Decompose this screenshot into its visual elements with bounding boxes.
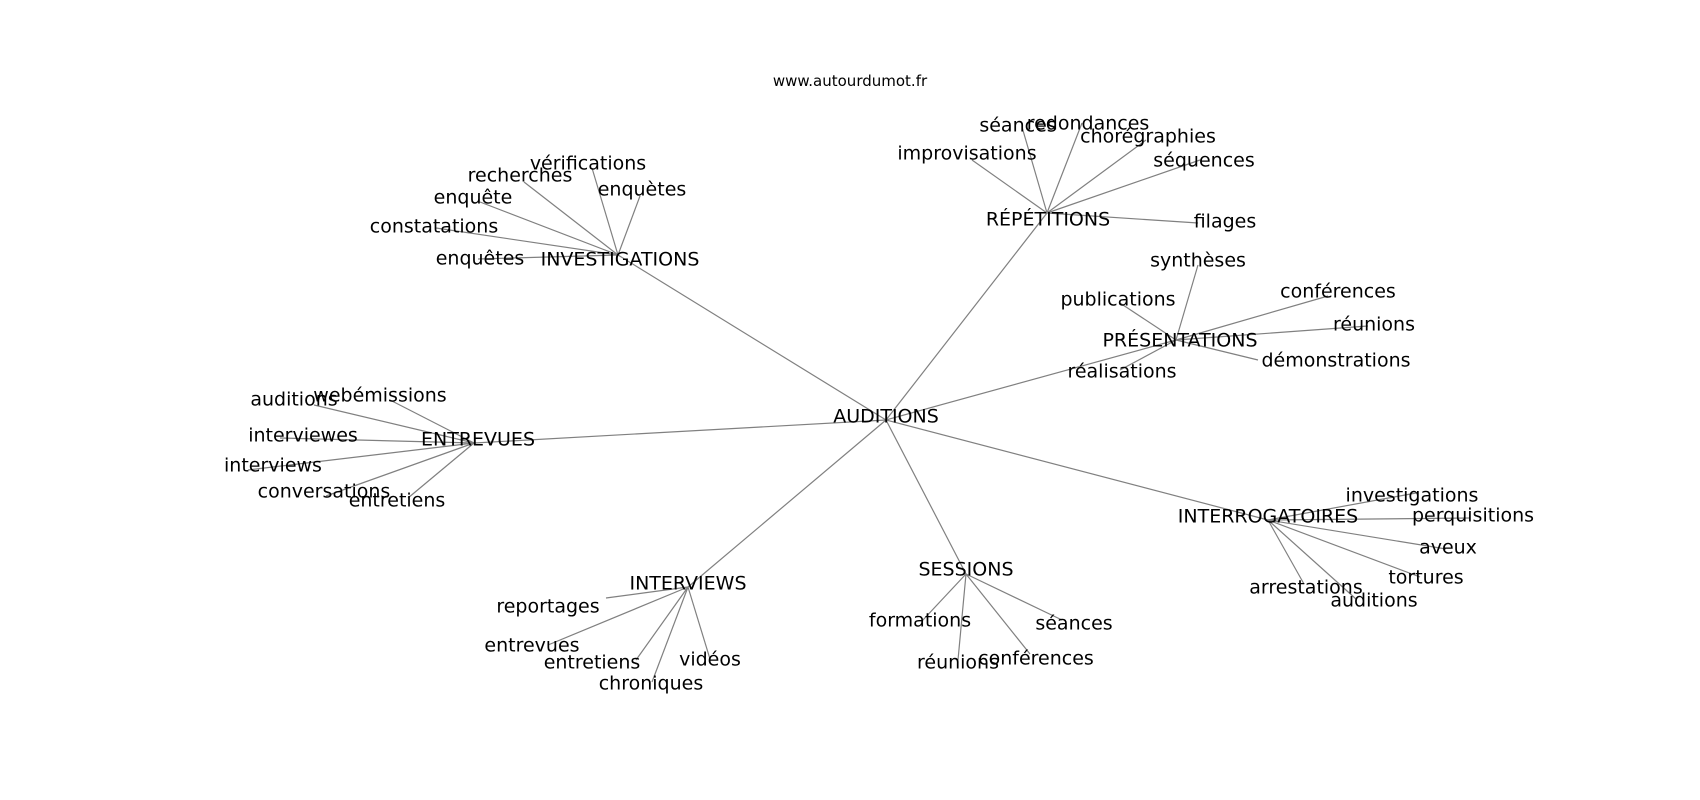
edge [1267,492,1417,521]
leaf-node[interactable]: synthèses [1150,250,1246,272]
leaf-node[interactable]: vérifications [530,153,646,175]
leaf-node[interactable]: auditions [1330,590,1417,612]
leaf-node[interactable]: séquences [1153,150,1254,172]
hub-node[interactable]: RÉPÉTITIONS [986,208,1110,231]
leaf-node[interactable]: publications [1060,289,1175,311]
hub-node[interactable]: ENTREVUES [421,429,535,451]
leaf-node[interactable]: recherches [468,165,573,187]
edge [1119,302,1177,341]
leaf-node[interactable]: perquisitions [1412,505,1534,527]
hub-node[interactable]: INTERROGATOIRES [1178,506,1358,528]
edge [247,442,475,471]
edge [1119,339,1177,371]
leaf-node[interactable]: enquètes [598,179,687,201]
edge [435,227,619,256]
leaf-node[interactable]: enquête [434,187,513,209]
edge [617,195,641,256]
edge [1267,519,1421,578]
leaf-node[interactable]: réunions [1333,314,1415,336]
edge [687,586,711,660]
edge [473,419,887,444]
center-node[interactable]: AUDITIONS [833,406,939,428]
hub-node[interactable]: INVESTIGATIONS [541,249,700,271]
leaf-node[interactable]: filages [1194,211,1257,233]
edges [247,122,1471,683]
edge [1021,126,1048,214]
leaf-node[interactable]: réunions [917,652,999,674]
edge [1267,519,1357,600]
edge [1046,212,1199,224]
edge [971,159,1048,214]
leaf-node[interactable]: chorégraphies [1080,126,1216,148]
leaf-node[interactable]: séances [1035,613,1112,635]
site-title: www.autourdumot.fr [772,72,928,90]
leaf-node[interactable]: chroniques [599,673,704,695]
edge [1267,519,1305,585]
edge [687,419,887,588]
leaf-node[interactable]: improvisations [897,143,1036,165]
edge [547,586,689,646]
leaf-node[interactable]: entretiens [544,652,641,674]
leaf-node[interactable]: constatations [370,216,499,238]
edge [885,212,1048,421]
leaf-node[interactable]: formations [869,610,971,632]
leaf-node[interactable]: investigations [1346,485,1479,507]
edge [885,419,967,575]
edge [965,573,1031,655]
edge [965,573,1063,621]
leaf-node[interactable]: auditions [250,389,337,411]
leaf-node[interactable]: interviews [224,455,322,477]
leaf-node[interactable]: enquêtes [436,248,525,270]
hub-node[interactable]: INTERVIEWS [629,573,746,595]
edge [1267,519,1447,550]
edge [635,586,689,661]
leaf-node[interactable]: conférences [1280,281,1396,303]
edge [1175,264,1199,341]
leaf-node[interactable]: reportages [496,596,599,618]
leaf-node[interactable]: vidéos [679,649,741,671]
edge [313,404,475,444]
edge [1175,325,1369,341]
leaf-node[interactable]: conversations [258,481,391,503]
leaf-node[interactable]: webémissions [313,385,446,407]
edge [1046,139,1147,214]
edge [477,254,619,260]
leaf-node[interactable]: redondances [1027,113,1150,135]
hub-node[interactable]: PRÉSENTATIONS [1102,329,1257,352]
node-labels: AUDITIONS INVESTIGATIONS vérificationsrech… [224,113,1534,695]
edge [617,254,887,421]
edge [885,339,1177,421]
leaf-node[interactable]: aveux [1419,537,1477,559]
leaf-node[interactable]: réalisations [1067,361,1176,383]
edge [885,419,1269,521]
leaf-node[interactable]: séances [979,115,1056,137]
edge [279,437,475,444]
leaf-node[interactable]: tortures [1388,567,1463,589]
leaf-node[interactable]: entrevues [484,635,579,657]
leaf-node[interactable]: interviewes [248,425,358,447]
edge [479,201,619,256]
edge [651,586,689,683]
leaf-node[interactable]: entretiens [349,490,446,512]
edge [1175,339,1259,361]
leaf-node[interactable]: arrestations [1249,577,1363,599]
edge [1175,295,1329,341]
edge [325,442,475,497]
edge [1046,122,1083,214]
edge [389,399,475,444]
edge [957,573,967,661]
hub-node[interactable]: SESSIONS [918,559,1013,581]
edge [407,442,475,499]
leaf-node[interactable]: démonstrations [1261,350,1410,372]
edge [921,573,967,622]
edge [1267,517,1471,521]
edge [605,586,689,599]
edge [591,167,619,256]
leaf-node[interactable]: conférences [978,648,1094,670]
edge [523,181,619,256]
edge [1046,159,1201,214]
